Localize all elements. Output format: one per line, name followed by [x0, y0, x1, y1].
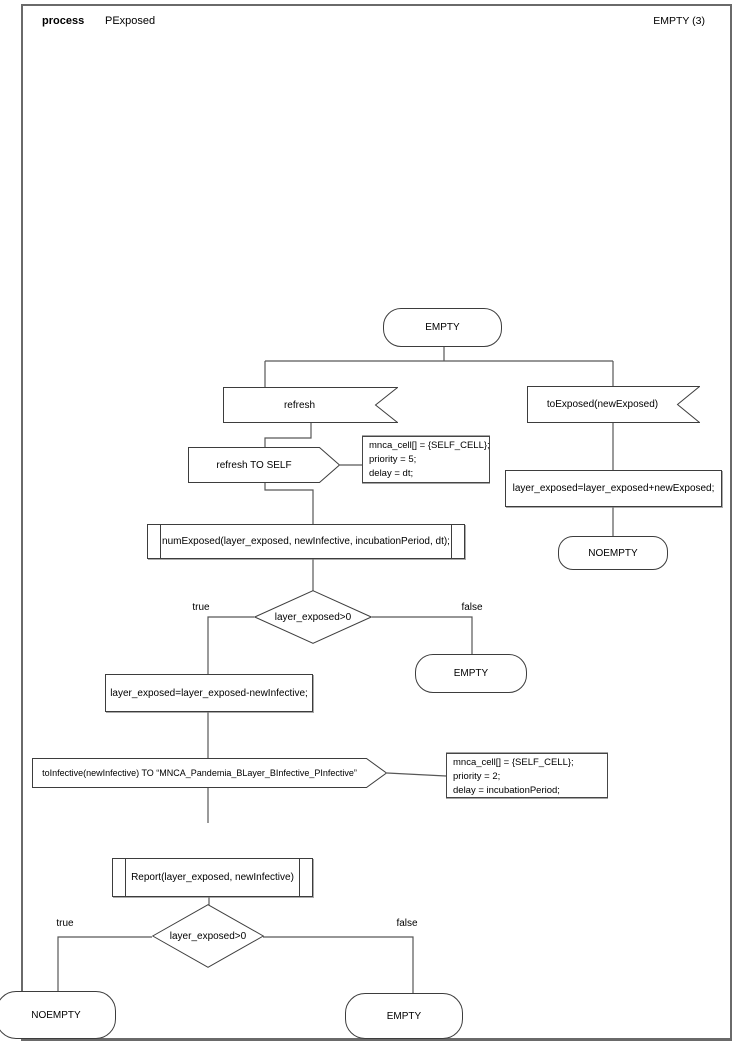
state-label: EMPTY [425, 322, 460, 333]
note-line: priority = 5; [369, 454, 417, 465]
decision-label: layer_exposed>0 [274, 611, 352, 623]
signal-output-toinfective[interactable]: toInfective(newInfective) TO “MNCA_Pande… [32, 758, 387, 788]
task-add-exposed[interactable]: layer_exposed=layer_exposed+newExposed; [505, 470, 722, 507]
state-label: NOEMPTY [588, 547, 638, 559]
note-line: delay = incubationPeriod; [453, 785, 560, 796]
note-line: priority = 2; [453, 771, 501, 782]
process-name: PExposed [105, 15, 156, 27]
procedure-report[interactable]: Report(layer_exposed, newInfective) [112, 858, 313, 897]
note-refresh-params[interactable]: mnca_cell[] = {SELF_CELL}; priority = 5;… [362, 436, 490, 483]
state-noempty-bottom[interactable]: NOEMPTY [0, 991, 116, 1039]
signal-label: toExposed(newExposed) [546, 399, 659, 410]
note-line: delay = dt; [369, 468, 414, 479]
process-instance-label: EMPTY (3) [653, 15, 705, 27]
process-frame [21, 4, 732, 1041]
signal-label: refresh [283, 399, 316, 411]
procedure-label: numExposed(layer_exposed, newInfective, … [162, 536, 450, 547]
state-noempty-right[interactable]: NOEMPTY [558, 536, 668, 570]
state-label: NOEMPTY [31, 1009, 81, 1021]
task-label: layer_exposed=layer_exposed+newExposed; [512, 483, 715, 494]
note-line: mnca_cell[] = {SELF_CELL}; [369, 440, 490, 451]
signal-output-refresh-to-self[interactable]: refresh TO SELF [188, 447, 340, 483]
decision-label: layer_exposed>0 [169, 930, 247, 942]
signal-label: refresh TO SELF [216, 459, 292, 471]
procedure-label: Report(layer_exposed, newInfective) [131, 872, 294, 883]
note-line: mnca_cell[] = {SELF_CELL}; [453, 757, 574, 768]
signal-label: toInfective(newInfective) TO “MNCA_Pande… [42, 768, 357, 778]
signal-input-toexposed[interactable]: toExposed(newExposed) [527, 386, 700, 423]
task-subtract-infective[interactable]: layer_exposed=layer_exposed-newInfective… [105, 674, 313, 712]
branch-label-false-2: false [396, 918, 418, 929]
decision-layer-exposed-2[interactable]: layer_exposed>0 [152, 904, 264, 968]
branch-label-true-1: true [192, 602, 210, 613]
state-empty-start[interactable]: EMPTY [383, 308, 502, 347]
state-empty-false[interactable]: EMPTY [415, 654, 527, 693]
procedure-numexposed[interactable]: numExposed(layer_exposed, newInfective, … [147, 524, 465, 559]
state-empty-bottom[interactable]: EMPTY [345, 993, 463, 1039]
note-toinfective-params[interactable]: mnca_cell[] = {SELF_CELL}; priority = 2;… [446, 753, 608, 798]
state-label: EMPTY [453, 668, 489, 679]
signal-input-refresh[interactable]: refresh [223, 387, 398, 423]
branch-label-true-2: true [56, 918, 74, 929]
decision-layer-exposed-1[interactable]: layer_exposed>0 [254, 590, 372, 644]
branch-label-false-1: false [461, 602, 483, 613]
state-label: EMPTY [386, 1010, 422, 1022]
process-keyword: process [42, 15, 85, 27]
task-label: layer_exposed=layer_exposed-newInfective… [110, 687, 308, 699]
